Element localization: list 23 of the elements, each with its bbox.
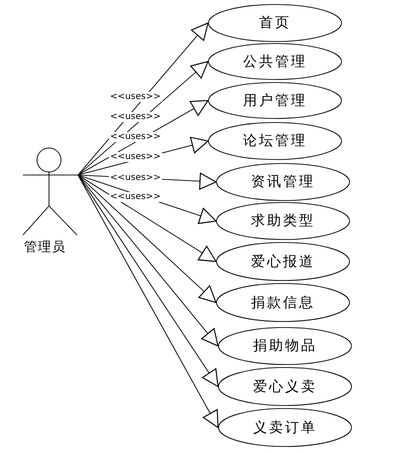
use-case-ellipse: 公共管理 [208, 43, 342, 80]
use-case-ellipse: 爱心义卖 [218, 367, 352, 406]
use-case-ellipse: 求助类型 [216, 202, 350, 240]
edge-label: <<uses>> [109, 92, 162, 102]
use-case-ellipse: 论坛管理 [208, 122, 342, 160]
edge-label: <<uses>> [109, 173, 162, 184]
use-case-ellipse: 首页 [208, 4, 342, 42]
use-case-ellipse: 义卖订单 [218, 408, 352, 447]
arrow [78, 174, 216, 303]
edge-label: <<uses>> [109, 192, 162, 202]
arrow [78, 174, 218, 346]
edge-label: <<uses>> [109, 152, 162, 162]
use-case-ellipse: 用户管理 [208, 82, 342, 119]
edge-label: <<uses>> [109, 132, 162, 142]
arrow [78, 174, 218, 387]
arrow [78, 174, 216, 262]
arrow [78, 174, 218, 428]
use-case-ellipse: 捐款信息 [216, 283, 350, 322]
actor-label: 管理员 [24, 239, 66, 256]
use-case-ellipse: 捐助物品 [218, 327, 352, 365]
use-case-ellipse: 爱心报道 [216, 242, 350, 281]
edge-label: <<uses>> [109, 112, 162, 122]
use-case-ellipse: 资讯管理 [216, 163, 350, 201]
